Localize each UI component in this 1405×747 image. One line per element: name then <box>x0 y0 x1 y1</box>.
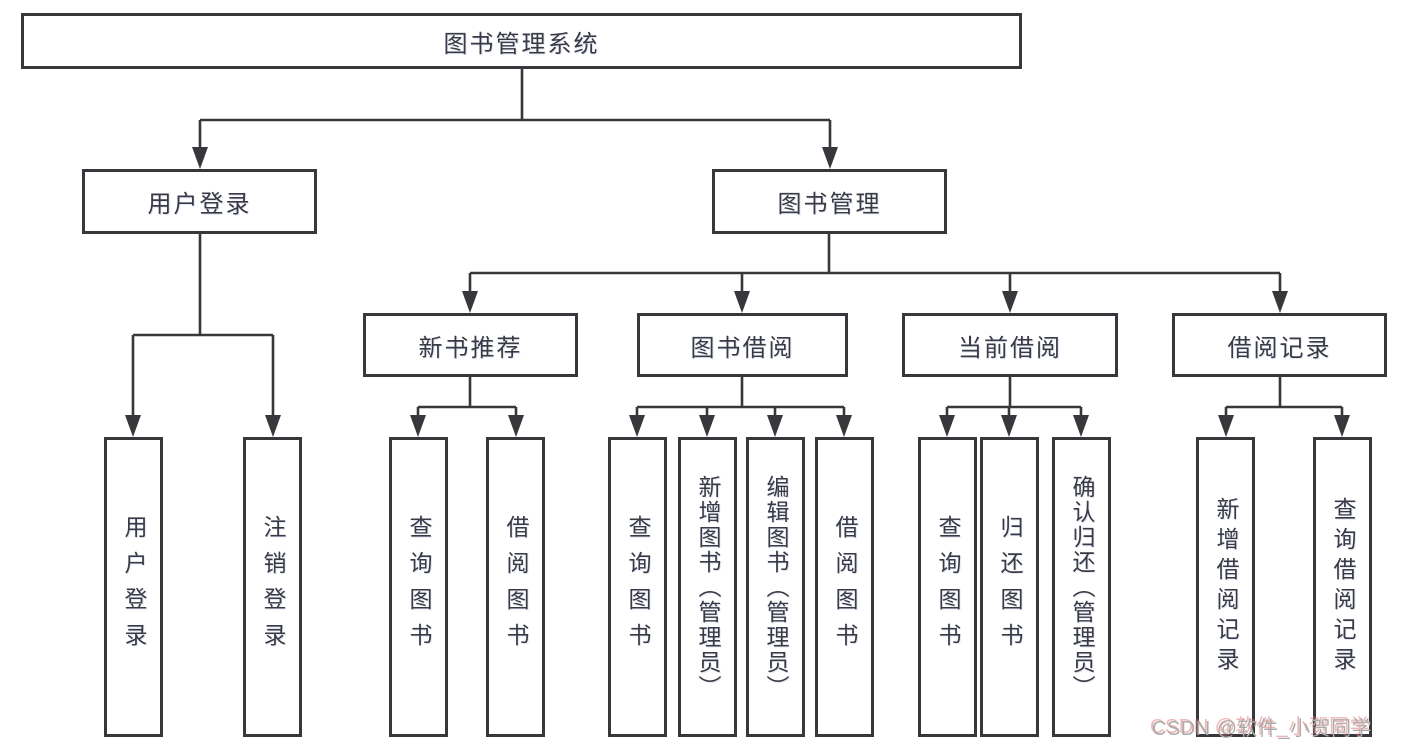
leaf-query-books-current: 查询图书 <box>918 437 977 737</box>
leaf-return-books: 归还图书 <box>980 437 1039 737</box>
leaf-confirm-return-admin: 确认归还（管理员） <box>1052 437 1111 737</box>
node-book-borrow: 图书借阅 <box>637 313 848 377</box>
node-book-borrow-label: 图书借阅 <box>690 334 795 362</box>
node-user-login: 用户登录 <box>82 169 317 234</box>
leaf-query-books-borrow: 查询图书 <box>608 437 667 737</box>
node-current-borrow-label: 当前借阅 <box>958 334 1062 362</box>
leaf-borrow-books: 借阅图书 <box>815 437 874 737</box>
leaf-add-book-admin-label: 新增图书（管理员） <box>695 474 721 700</box>
leaf-query-books-recommend-label: 查询图书 <box>406 515 432 659</box>
watermark: CSDN @软件_小贺同学 <box>1152 718 1373 740</box>
node-user-login-label: 用户登录 <box>147 191 252 218</box>
node-borrow-records: 借阅记录 <box>1172 313 1387 377</box>
leaf-edit-book-admin: 编辑图书（管理员） <box>746 437 805 737</box>
node-current-borrow: 当前借阅 <box>902 313 1118 377</box>
leaf-query-books-recommend: 查询图书 <box>389 437 448 737</box>
node-book-management-label: 图书管理 <box>777 191 882 218</box>
leaf-query-books-current-label: 查询图书 <box>935 515 961 659</box>
leaf-confirm-return-admin-label: 确认归还（管理员） <box>1069 474 1095 700</box>
node-book-management: 图书管理 <box>712 169 947 234</box>
leaf-add-borrow-record: 新增借阅记录 <box>1196 437 1255 737</box>
node-root: 图书管理系统 <box>21 13 1022 69</box>
leaf-query-borrow-record: 查询借阅记录 <box>1313 437 1372 737</box>
leaf-query-books-borrow-label: 查询图书 <box>625 515 651 659</box>
node-borrow-records-label: 借阅记录 <box>1227 334 1332 362</box>
leaf-user-login-label: 用户登录 <box>121 515 147 659</box>
leaf-add-borrow-record-label: 新增借阅记录 <box>1213 497 1239 677</box>
leaf-query-borrow-record-label: 查询借阅记录 <box>1330 497 1356 677</box>
leaf-borrow-books-recommend: 借阅图书 <box>486 437 545 737</box>
leaf-user-login: 用户登录 <box>104 437 163 737</box>
node-new-book-recommend-label: 新书推荐 <box>418 334 523 362</box>
leaf-edit-book-admin-label: 编辑图书（管理员） <box>763 474 789 700</box>
node-root-label: 图书管理系统 <box>443 30 600 58</box>
leaf-return-books-label: 归还图书 <box>997 515 1023 659</box>
leaf-logout: 注销登录 <box>243 437 302 737</box>
leaf-borrow-books-recommend-label: 借阅图书 <box>503 515 529 659</box>
leaf-logout-label: 注销登录 <box>260 515 286 659</box>
leaf-add-book-admin: 新增图书（管理员） <box>678 437 737 737</box>
leaf-borrow-books-label: 借阅图书 <box>832 515 858 659</box>
node-new-book-recommend: 新书推荐 <box>363 313 578 377</box>
